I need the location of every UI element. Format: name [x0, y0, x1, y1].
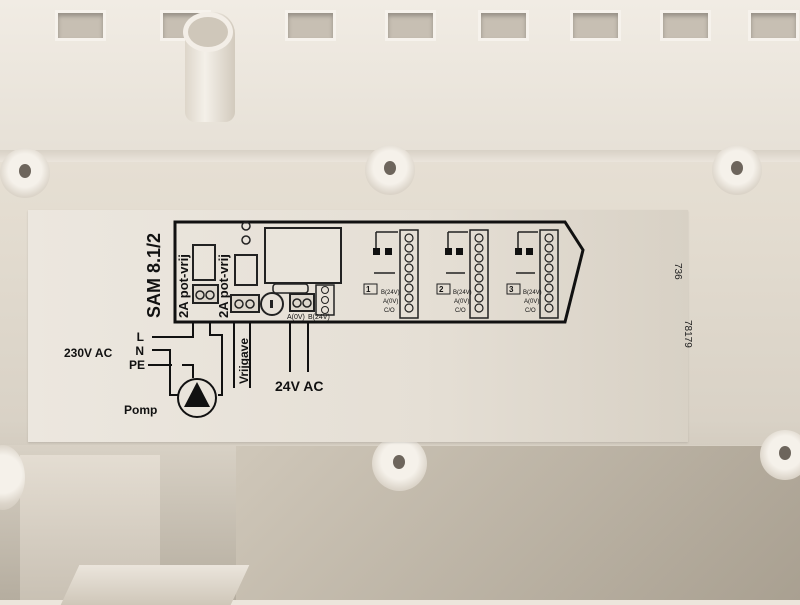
pump-label: Pomp: [124, 403, 157, 417]
vent-slot: [570, 10, 621, 41]
mounting-post: [712, 145, 762, 195]
wiring-label: [28, 210, 688, 442]
code-top: 736: [672, 263, 683, 280]
svg-text:B(24V): B(24V): [453, 290, 472, 296]
vent-slot: [385, 10, 436, 41]
svg-text:C/O: C/O: [455, 308, 466, 314]
zone-3: 3 B(24V) A(0V) C/O: [506, 229, 559, 319]
power-24v-label: 24V AC: [275, 378, 324, 394]
svg-text:B(24V): B(24V): [381, 290, 400, 296]
vent-slot: [285, 10, 336, 41]
vent-slot: [748, 10, 799, 41]
cable-tube-opening: [183, 12, 233, 52]
relay-right-label: 2A pot-vrij: [216, 254, 231, 318]
svg-text:B(24V): B(24V): [523, 290, 542, 296]
terminal-a: A(0V): [287, 314, 305, 321]
mains-N: N: [135, 344, 144, 358]
mains-L: L: [137, 330, 144, 344]
vrijgave-label: Vrijgave: [237, 338, 251, 384]
svg-text:1: 1: [366, 285, 371, 294]
mounting-post: [365, 145, 415, 195]
terminal-b: B(24V): [308, 314, 330, 321]
svg-text:3: 3: [509, 285, 514, 294]
mains-voltage: 230V AC: [64, 346, 113, 360]
svg-text:A(0V): A(0V): [524, 299, 539, 305]
mounting-post: [760, 430, 800, 480]
vent-slot: [660, 10, 711, 41]
mains-PE: PE: [129, 358, 145, 372]
code-bottom: 78179: [682, 320, 693, 348]
model-label: SAM 8.1/2: [144, 233, 164, 318]
mounting-post: [372, 436, 427, 491]
svg-text:A(0V): A(0V): [383, 299, 398, 305]
enclosure-floor-panel: [236, 446, 800, 600]
zone-1: 1 B(24V) A(0V) C/O: [363, 229, 419, 319]
svg-text:2: 2: [439, 285, 444, 294]
vent-slot: [55, 10, 106, 41]
relay-left-label: 2A pot-vrij: [176, 254, 191, 318]
mounting-post: [0, 148, 50, 198]
vent-slot: [478, 10, 529, 41]
svg-text:C/O: C/O: [525, 308, 536, 314]
svg-text:C/O: C/O: [384, 308, 395, 314]
svg-text:A(0V): A(0V): [454, 299, 469, 305]
zone-2: 2 B(24V) A(0V) C/O: [436, 229, 489, 319]
